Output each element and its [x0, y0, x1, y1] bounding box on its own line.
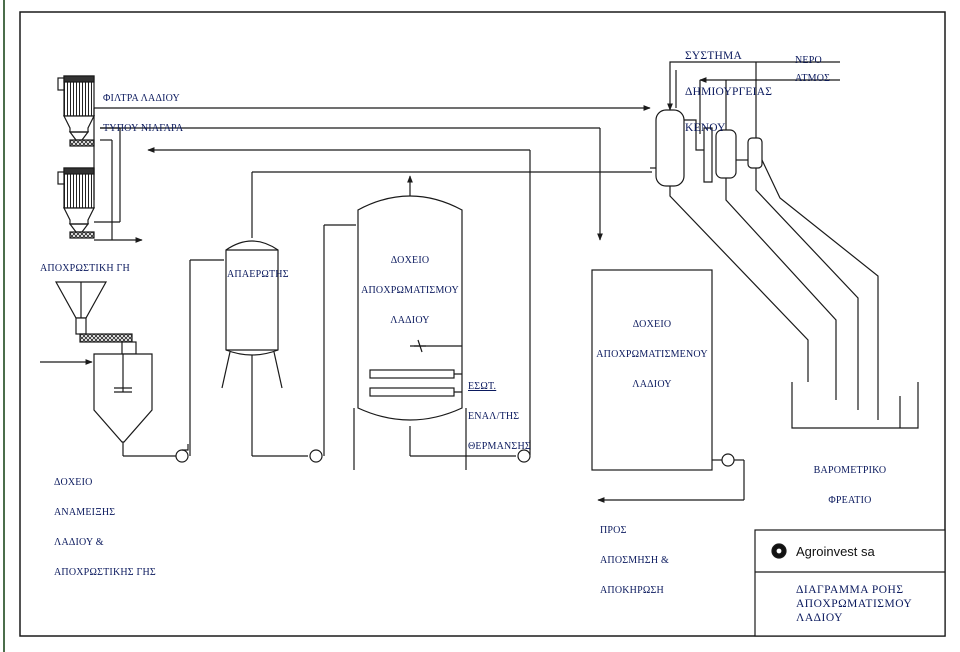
bleached-tank-label: ΔΟΧΕΙΟ ΑΠΟΧΡΩΜΑΤΙΣΜΕΝΟΥ ΛΑΔΙΟΥ	[592, 300, 712, 400]
heat-exchanger-label: ΕΣΩΤ. ΕΝΑΛ/ΤΗΣ ΘΕΡΜΑΝΣΗΣ	[468, 362, 531, 462]
mixing-tank-line-2: ΑΝΑΜΕΙΞΗΣ	[54, 507, 116, 518]
mixing-tank-line-3: ΛΑΔΙΟΥ &	[54, 537, 104, 548]
steam-label: ΑΤΜΟΣ	[795, 73, 831, 84]
bleaching-earth-hopper	[54, 281, 133, 354]
bleaching-tank	[353, 175, 516, 470]
oil-filters-line-2: ΤΥΠΟΥ ΝΙΑΓΑΡΑ	[103, 123, 184, 134]
mixing-tank-label: ΔΟΧΕΙΟ ΑΝΑΜΕΙΞΗΣ ΛΑΔΙΟΥ & ΑΠΟΧΡΩΣΤΙΚΗΣ Γ…	[54, 458, 156, 588]
mixing-tank-line-4: ΑΠΟΧΡΩΣΤΙΚΗΣ ΓΗΣ	[54, 567, 156, 578]
oil-filter-1	[57, 75, 95, 147]
mixing-tank-line-1: ΔΟΧΕΙΟ	[54, 477, 93, 488]
barometric-well-label: ΒΑΡΟΜΕΤΡΙΚΟ ΦΡΕΑΤΙΟ	[800, 446, 900, 516]
water-label: ΝΕΡΟ	[795, 55, 822, 66]
vacuum-system	[650, 61, 919, 429]
bleaching-earth-label: ΑΠΟΧΡΩΣΤΙΚΗ ΓΗ	[40, 263, 130, 274]
oil-filters-label: ΦΙΛΤΡΑ ΛΑΔΙΟΥ ΤΥΠΟΥ ΝΙΑΓΑΡΑ	[103, 74, 183, 144]
barometric-well-line-2: ΦΡΕΑΤΙΟ	[828, 495, 872, 506]
mixing-tank	[40, 341, 176, 457]
filter-piping	[93, 105, 651, 455]
oil-filters-line-1: ΦΙΛΤΡΑ ΛΑΔΙΟΥ	[103, 93, 180, 104]
vacuum-system-label: ΣΥΣΤΗΜΑ ΔΗΜΙΟΥΡΓΕΙΑΣ ΚΕΝΟΥ	[685, 26, 772, 146]
pump-3	[517, 440, 531, 463]
company-name: Agroinvest sa	[796, 544, 875, 559]
title-block	[754, 529, 946, 637]
bleached-tank-line-2: ΑΠΟΧΡΩΜΑΤΙΣΜΕΝΟΥ	[596, 349, 708, 360]
heat-exchanger-line-1: ΕΣΩΤ.	[468, 381, 497, 392]
title-line-2: ΑΠΟΧΡΩΜΑΤΙΣΜΟΥ	[796, 598, 913, 610]
barometric-well-line-1: ΒΑΡΟΜΕΤΡΙΚΟ	[813, 465, 887, 476]
to-deodorization-line-3: ΑΠΟΚΗΡΩΣΗ	[600, 585, 664, 596]
to-deodorization-line-2: ΑΠΟΣΜΗΣΗ &	[600, 555, 669, 566]
bleached-oil-tank	[591, 269, 745, 503]
to-deodorization-line-1: ΠΡΟΣ	[600, 525, 627, 536]
to-deodorization-label: ΠΡΟΣ ΑΠΟΣΜΗΣΗ & ΑΠΟΚΗΡΩΣΗ	[600, 506, 669, 606]
pump-1	[175, 259, 224, 463]
bleaching-tank-line-1: ΔΟΧΕΙΟ	[390, 255, 430, 266]
pump-2	[309, 224, 356, 463]
bleaching-tank-line-2: ΑΠΟΧΡΩΜΑΤΙΣΜΟΥ	[361, 285, 459, 296]
oil-filter-2	[57, 167, 95, 239]
title-line-3: ΛΑΔΙΟΥ	[796, 612, 843, 624]
deaerator-label: ΑΠΑΕΡΩΤΗΣ	[227, 269, 289, 280]
bleaching-tank-line-3: ΛΑΔΙΟΥ	[390, 315, 430, 326]
title-line-1: ΔΙΑΓΡΑΜΜΑ ΡΟΗΣ	[796, 584, 904, 596]
bleaching-tank-label: ΔΟΧΕΙΟ ΑΠΟΧΡΩΜΑΤΙΣΜΟΥ ΛΑΔΙΟΥ	[360, 236, 460, 336]
bleached-tank-line-1: ΔΟΧΕΙΟ	[632, 319, 672, 330]
deaerator-vessel	[221, 171, 652, 457]
vacuum-system-line-2: ΔΗΜΙΟΥΡΓΕΙΑΣ	[685, 86, 773, 98]
vacuum-system-line-3: ΚΕΝΟΥ	[685, 122, 726, 134]
outer-frame	[19, 11, 946, 637]
heat-exchanger-line-2: ΕΝΑΛ/ΤΗΣ	[468, 411, 520, 422]
vacuum-system-line-1: ΣΥΣΤΗΜΑ	[685, 50, 742, 62]
bleached-tank-line-3: ΛΑΔΙΟΥ	[632, 379, 672, 390]
heat-exchanger-line-3: ΘΕΡΜΑΝΣΗΣ	[468, 441, 531, 452]
